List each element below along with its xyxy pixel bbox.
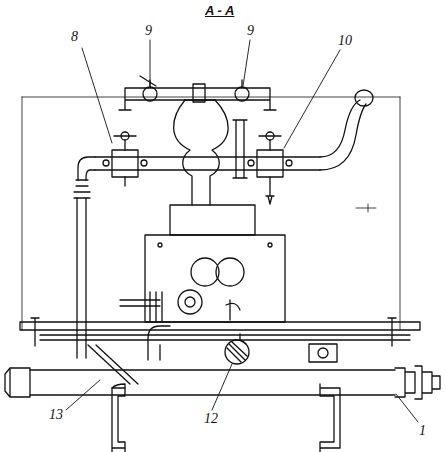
drawing-stroke: [320, 100, 366, 170]
drawing-stroke: [193, 84, 205, 102]
drawing-stroke: [88, 345, 138, 384]
drawing-stroke: [145, 235, 285, 322]
drawing-stroke: [95, 157, 320, 170]
drawing-stroke: [170, 205, 255, 235]
drawing-stroke: [22, 97, 400, 330]
drawing-stroke: [266, 132, 274, 140]
drawing-stroke: [227, 342, 247, 362]
callout-number: 9: [246, 24, 255, 38]
drawing-stroke: [241, 80, 242, 87]
drawing-stroke: [20, 322, 420, 340]
drawing-stroke: [112, 150, 138, 177]
drawing-stroke: [158, 243, 162, 247]
drawing-stroke: [141, 160, 147, 166]
drawing-stroke: [185, 99, 215, 100]
drawing-stroke: [240, 334, 246, 344]
drawing-stroke: [140, 76, 156, 87]
drawing-stroke: [248, 160, 254, 166]
drawing-stroke: [286, 160, 292, 166]
drawing-stroke: [5, 368, 30, 397]
drawing-stroke: [148, 326, 170, 360]
drawing-stroke: [268, 243, 272, 247]
drawing-stroke: [112, 384, 125, 452]
drawing-stroke: [309, 344, 337, 362]
callout-number: 12: [203, 412, 219, 426]
callout-number: 9: [144, 24, 153, 38]
drawing-stroke: [174, 100, 229, 205]
drawing-stroke: [121, 132, 129, 140]
drawing-stroke: [143, 87, 157, 101]
drawing-stroke: [31, 318, 396, 346]
drawing-stroke: [320, 384, 340, 452]
drawing-stroke: [66, 40, 418, 422]
drawing-stroke: [124, 177, 125, 186]
drawing-stroke: [226, 300, 240, 320]
section-title: A - A: [205, 4, 234, 17]
drawing-stroke: [356, 204, 376, 212]
drawing-stroke: [266, 177, 274, 204]
drawing-stroke: [191, 258, 219, 286]
drawing-stroke: [5, 40, 440, 452]
drawing-stroke: [233, 120, 247, 178]
callout-number: 13: [48, 408, 64, 422]
drawing-stroke: [103, 160, 109, 166]
drawing-stroke: [120, 292, 162, 322]
drawing-stroke: [74, 180, 90, 198]
drawing-stroke: [119, 88, 276, 110]
drawing-stroke: [259, 136, 281, 150]
drawing-stroke: [178, 290, 202, 314]
drawing-stroke: [185, 297, 195, 307]
callout-number: 8: [70, 30, 79, 44]
callout-number: 1: [418, 424, 427, 438]
drawing-stroke: [77, 198, 86, 358]
callout-number: 10: [337, 34, 353, 48]
drawing-stroke: [114, 136, 136, 150]
drawing-stroke: [395, 366, 440, 399]
drawing-stroke: [78, 157, 95, 180]
drawing-stroke: [318, 348, 328, 358]
drawing-stroke: [235, 87, 249, 101]
drawing-stroke: [257, 150, 283, 177]
drawing-stroke: [355, 90, 373, 106]
drawing-stroke: [216, 258, 244, 286]
